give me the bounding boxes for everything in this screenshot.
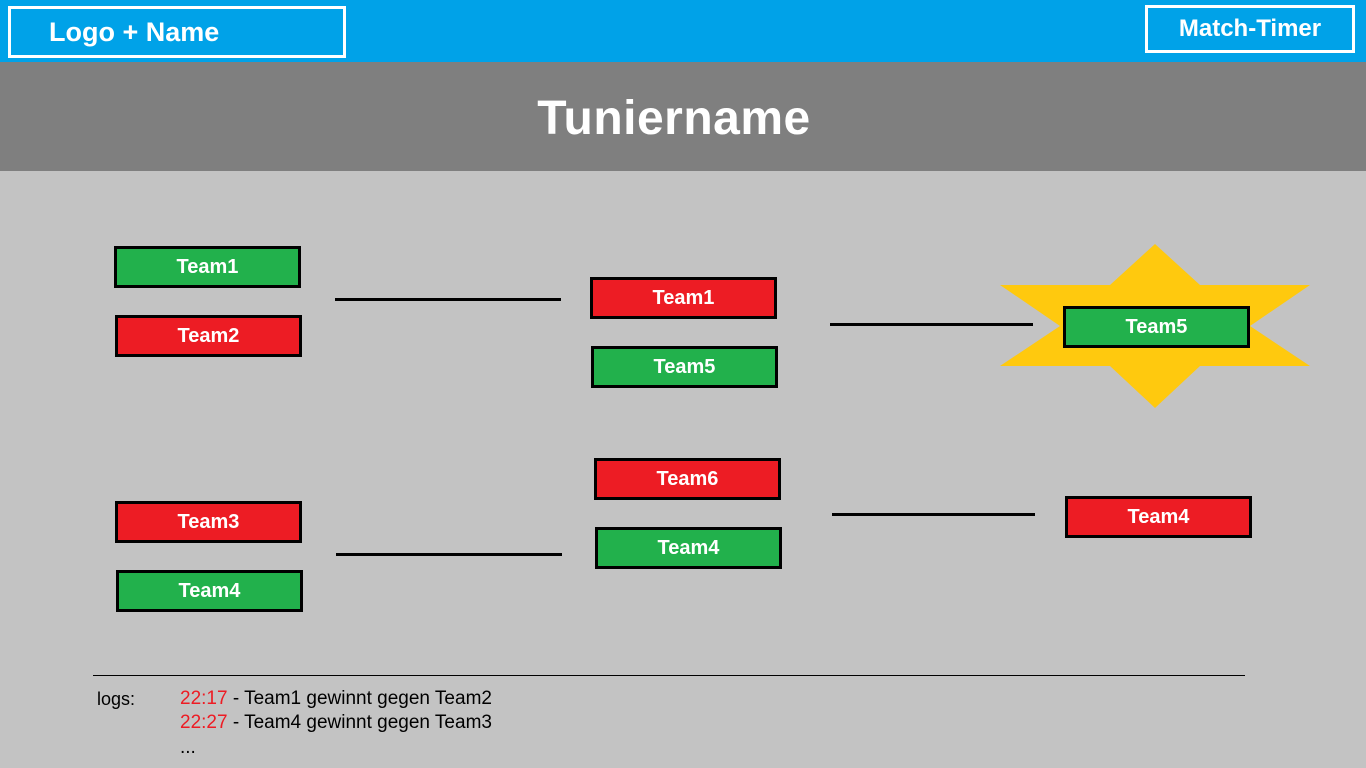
bracket-connector-line: [335, 298, 561, 301]
champion-team[interactable]: Team5: [1063, 306, 1250, 348]
log-text: - Team4 gewinnt gegen Team3: [227, 712, 492, 733]
logo-name[interactable]: Logo + Name: [8, 6, 346, 58]
round1-team-4[interactable]: Team4: [116, 570, 303, 612]
round2-team-4[interactable]: Team4: [595, 527, 782, 569]
round2-team-3[interactable]: Team6: [594, 458, 781, 500]
round1-team-1[interactable]: Team1: [114, 246, 301, 288]
logs-divider: [93, 675, 1245, 676]
round2-team-1[interactable]: Team1: [590, 277, 777, 319]
final-team-2[interactable]: Team4: [1065, 496, 1252, 538]
tournament-title: Tuniername: [537, 92, 811, 145]
match-timer[interactable]: Match-Timer: [1145, 5, 1355, 53]
header-bar: Logo + Name Match-Timer: [0, 0, 1366, 62]
round1-team-3[interactable]: Team3: [115, 501, 302, 543]
log-time: 22:17: [180, 688, 228, 709]
log-time: 22:27: [180, 712, 228, 733]
logs-label: logs:: [97, 689, 136, 709]
round1-team-2[interactable]: Team2: [115, 315, 302, 357]
log-text: - Team1 gewinnt gegen Team2: [227, 688, 492, 709]
round2-team-2[interactable]: Team5: [591, 346, 778, 388]
bracket-connector-line: [832, 513, 1035, 516]
log-entry: 22:27 - Team4 gewinnt gegen Team3: [180, 712, 492, 734]
bracket-connector-line: [830, 323, 1033, 326]
log-more: ...: [180, 737, 196, 758]
bracket-connector-line: [336, 553, 562, 556]
title-bar: Tuniername: [0, 62, 1366, 171]
log-entry: 22:17 - Team1 gewinnt gegen Team2: [180, 688, 492, 710]
